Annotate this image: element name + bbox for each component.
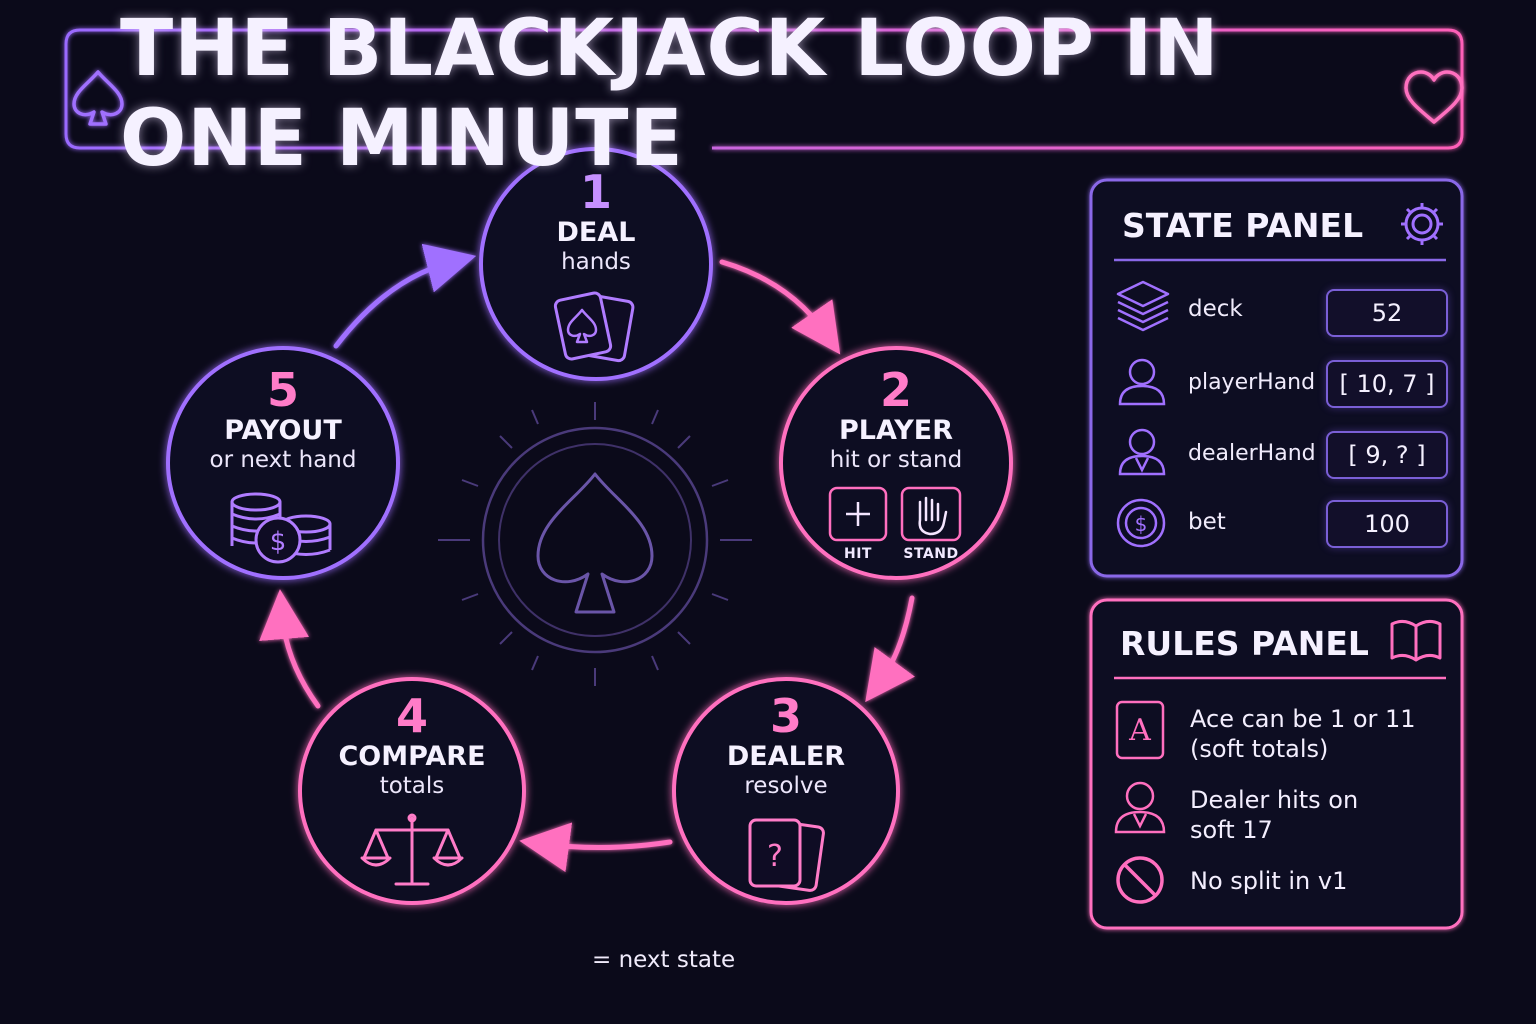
no-icon (1116, 856, 1164, 904)
rule-1-text: Ace can be 1 or 11 (soft totals) (1190, 704, 1416, 764)
node-5-subtitle: or next hand (209, 447, 357, 473)
node-2-subtitle: hit or stand (829, 447, 963, 473)
rule-3-line1: No split in v1 (1190, 867, 1348, 895)
svg-text:$: $ (1135, 512, 1148, 536)
svg-text:$: $ (270, 527, 287, 557)
node-3-label: 3 DEALER resolve (686, 690, 886, 800)
node-3-title: DEALER (726, 741, 846, 772)
node-1-number: 1 (579, 165, 612, 219)
rules-panel-title: RULES PANEL (1120, 624, 1369, 663)
state-row-bet-label: bet (1188, 509, 1226, 535)
node-2-label: 2 PLAYER hit or stand (796, 364, 996, 474)
node-2-circle (779, 346, 1013, 580)
node-1-title: DEAL (556, 217, 636, 248)
arrow-4-to-5 (259, 589, 321, 709)
page-title: THE BLACKJACK LOOP IN ONE MINUTE (120, 4, 1220, 184)
loop-nodes (166, 147, 1013, 905)
dealer-rule-icon (1114, 781, 1166, 834)
state-row-playerhand-value: [ 10, 7 ] (1326, 360, 1448, 408)
coins-icon: $ (230, 492, 332, 564)
stand-label: STAND (903, 546, 959, 562)
spade-icon (536, 472, 654, 614)
rule-2-text: Dealer hits on soft 17 (1190, 785, 1358, 845)
rules-panel-frame (1089, 598, 1464, 930)
legend-text: = next state (592, 947, 736, 973)
svg-text:?: ? (767, 839, 783, 874)
hit-label: HIT (844, 546, 872, 562)
deck-stack-icon (1116, 280, 1170, 332)
scales-icon (360, 813, 464, 886)
loop-arrows (259, 243, 915, 873)
center-spade-emblem (438, 402, 752, 686)
ace-card-icon (1115, 700, 1165, 760)
rule-2-line1: Dealer hits on (1190, 786, 1359, 814)
arrow-5-to-1 (333, 243, 477, 349)
gear-icon (1401, 203, 1443, 245)
node-2-title: PLAYER (838, 415, 954, 446)
state-row-deck-label: deck (1188, 296, 1243, 322)
node-3-subtitle: resolve (744, 773, 828, 799)
state-panel-title: STATE PANEL (1122, 206, 1364, 245)
node-1-label: 1 DEAL hands (496, 166, 696, 276)
arrow-1-to-2 (719, 259, 841, 355)
rule-1-line1: Ace can be 1 or 11 (1190, 705, 1416, 733)
node-5-label: 5 PAYOUT or next hand (183, 364, 383, 474)
player-icon (1118, 358, 1166, 406)
dealer-icon (1118, 428, 1166, 476)
node-1-subtitle: hands (561, 249, 631, 275)
state-row-deck-value: 52 (1326, 289, 1448, 337)
stand-hand-icon (900, 486, 962, 542)
node-1-circle (479, 147, 713, 381)
cards-spade-icon (553, 291, 635, 363)
node-3-number: 3 (769, 689, 802, 743)
title-frame (64, 28, 1464, 150)
title-spade-icon (72, 70, 124, 126)
dollar-chip-icon: $ (1116, 498, 1166, 548)
ace-card-letter: A (1129, 712, 1151, 748)
state-row-bet-value: 100 (1326, 500, 1448, 548)
node-4-circle (298, 677, 526, 905)
node-5-title: PAYOUT (224, 415, 342, 446)
node-4-label: 4 COMPARE totals (312, 690, 512, 800)
state-row-dealerhand-value: [ 9, ? ] (1326, 431, 1448, 479)
rule-3-text: No split in v1 (1190, 866, 1347, 896)
state-row-dealerhand-label: dealerHand (1188, 441, 1316, 466)
arrow-3-to-4 (519, 822, 673, 873)
book-icon (1390, 619, 1442, 662)
node-3-circle (672, 677, 900, 905)
hit-button-icon (828, 486, 888, 542)
node-4-number: 4 (395, 689, 428, 743)
node-5-number: 5 (266, 363, 299, 417)
node-5-circle (166, 346, 400, 580)
cards-question-icon: ? (748, 818, 825, 892)
rule-1-line2: (soft totals) (1190, 735, 1329, 763)
arrow-2-to-3 (865, 595, 915, 703)
title-heart-icon (1404, 70, 1464, 124)
state-row-playerhand-label: playerHand (1188, 370, 1316, 395)
node-2-number: 2 (879, 363, 912, 417)
rule-2-line2: soft 17 (1190, 816, 1273, 844)
node-4-subtitle: totals (379, 773, 445, 799)
node-4-title: COMPARE (338, 741, 486, 772)
